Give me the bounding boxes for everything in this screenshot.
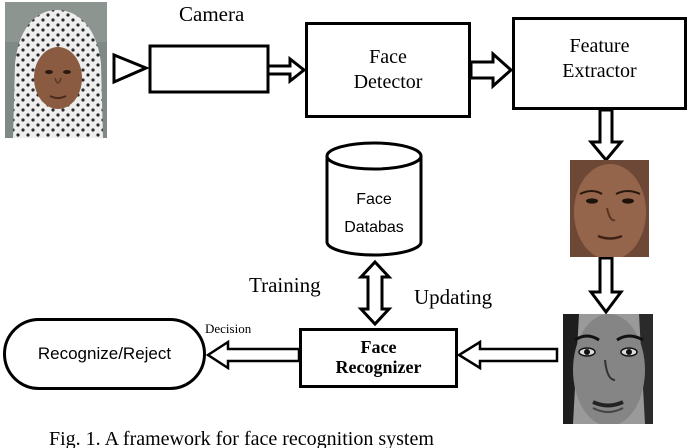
camera-body (148, 44, 270, 94)
face-database-label-line2: Databas (344, 219, 404, 236)
recognize-reject-label: Recognize/Reject (37, 344, 172, 364)
arrow-detector-to-extractor (469, 50, 514, 90)
feature-extractor-box: Feature Extractor (512, 17, 687, 110)
face-recognizer-label-line1: Face (360, 337, 397, 358)
camera-lens-icon (112, 52, 150, 85)
face-recognizer-label-line2: Recognizer (335, 357, 422, 377)
normalized-face-image (563, 314, 653, 424)
face-detector-label-line1: Face (369, 46, 407, 68)
feature-extractor-label-line2: Extractor (562, 60, 637, 82)
face-database-label-line1: Face (356, 191, 392, 208)
arrow-face-to-recognizer (456, 339, 559, 371)
face-detector-box: Face Detector (305, 22, 471, 118)
face-database-label: Face Databas (327, 186, 421, 242)
arrow-camera-to-detector (266, 55, 307, 85)
updating-label: Updating (414, 285, 493, 309)
camera-label: Camera (179, 2, 245, 26)
arrow-extractor-to-cropped-face (587, 108, 625, 163)
face-recognizer-box: Face Recognizer (299, 328, 458, 388)
figure-caption: Fig. 1. A framework for face recognition… (49, 428, 434, 448)
recognize-reject-terminal: Recognize/Reject (3, 318, 206, 390)
cropped-face-image (570, 160, 649, 257)
input-face-photo (5, 2, 107, 138)
face-database-cylinder (325, 141, 423, 257)
training-label: Training (249, 273, 321, 297)
arrow-database-recognizer-bidirectional (357, 259, 393, 327)
arrow-recognizer-to-decision (205, 339, 301, 371)
arrow-cropped-to-normalized-face (588, 256, 624, 315)
feature-extractor-label-line1: Feature (569, 35, 630, 57)
decision-label: Decision (205, 321, 252, 336)
face-detector-label-line2: Detector (353, 71, 423, 93)
